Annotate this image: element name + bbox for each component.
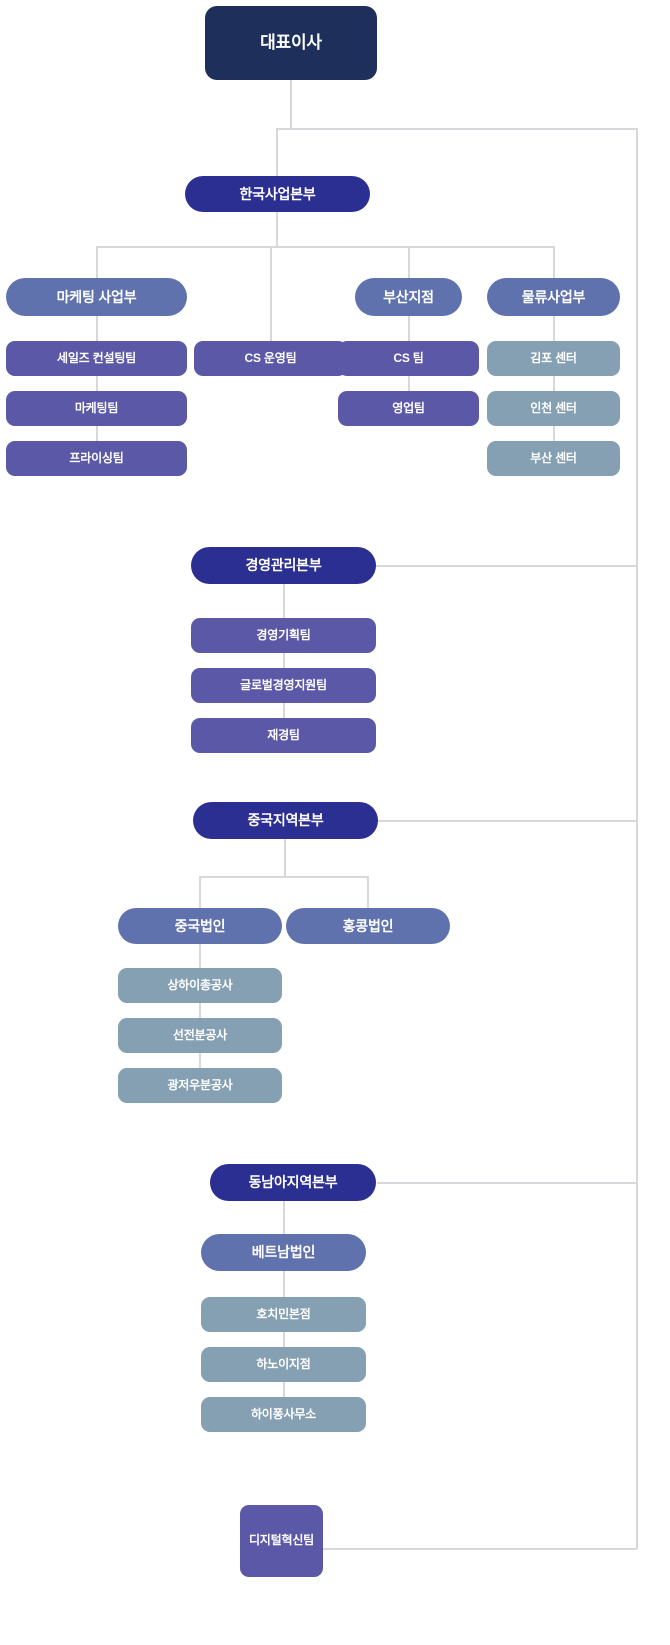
connector-logistics-col-1 xyxy=(553,315,555,342)
connector-vietnam-col-2 xyxy=(283,1331,285,1348)
connector-digital-team-tie xyxy=(322,1548,637,1550)
connector-china-hq-tie xyxy=(378,820,637,822)
node-haiphong-office[interactable]: 하이퐁사무소 xyxy=(201,1397,366,1432)
node-marketing-division[interactable]: 마케팅 사업부 xyxy=(6,278,187,316)
node-label: 디지털혁신팀 xyxy=(248,1533,315,1548)
node-label: 상하이총공사 xyxy=(167,977,233,992)
node-label: 하이퐁사무소 xyxy=(250,1406,317,1421)
node-busan-branch[interactable]: 부산지점 xyxy=(355,278,462,316)
node-label: CS 팀 xyxy=(393,350,424,365)
connector-logistics-stem xyxy=(553,246,555,279)
node-china-corp[interactable]: 중국법인 xyxy=(118,908,282,944)
node-label: 대표이사 xyxy=(260,33,322,53)
node-management-planning-team[interactable]: 경영기획팀 xyxy=(191,618,376,653)
node-label: 선전분공사 xyxy=(172,1027,228,1042)
connector-china-col-1 xyxy=(199,943,201,969)
node-vietnam-corp[interactable]: 베트남법인 xyxy=(201,1234,366,1271)
connector-vietnam-col-3 xyxy=(283,1381,285,1398)
node-busan-center[interactable]: 부산 센터 xyxy=(487,441,620,476)
connector-sea-hq-down xyxy=(283,1201,285,1234)
connector-korea-hq-stem xyxy=(276,128,278,177)
node-label: 김포 센터 xyxy=(530,350,577,365)
node-label: 프라이싱팀 xyxy=(69,450,124,465)
node-cs-ops-team[interactable]: CS 운영팀 xyxy=(194,341,347,376)
connector-korea-hq-down xyxy=(276,211,278,247)
node-hochiminh-head-office[interactable]: 호치민본점 xyxy=(201,1297,366,1332)
connector-hongkong-corp-stem xyxy=(367,876,369,908)
node-guangzhou-branch[interactable]: 광저우분공사 xyxy=(118,1068,282,1103)
node-incheon-center[interactable]: 인천 센터 xyxy=(487,391,620,426)
node-management-hq[interactable]: 경영관리본부 xyxy=(191,547,376,584)
node-label: 부산 센터 xyxy=(530,450,577,465)
node-label: CS 운영팀 xyxy=(244,350,297,365)
node-label: 광저우분공사 xyxy=(167,1077,233,1092)
node-gimpo-center[interactable]: 김포 센터 xyxy=(487,341,620,376)
node-label: 인천 센터 xyxy=(530,400,577,415)
node-label: 세일즈 컨설팅팀 xyxy=(56,350,136,365)
connector-china-col-2 xyxy=(199,1002,201,1019)
node-sales-consulting-team[interactable]: 세일즈 컨설팅팀 xyxy=(6,341,187,376)
node-label: 호치민본점 xyxy=(256,1306,311,1321)
connector-vietnam-col-1 xyxy=(283,1271,285,1298)
connector-china-hq-down xyxy=(284,839,286,877)
node-label: 물류사업부 xyxy=(521,288,586,305)
connector-busan-col-1 xyxy=(408,315,410,342)
node-label: 재경팀 xyxy=(267,727,300,742)
node-cs-team[interactable]: CS 팀 xyxy=(338,341,479,376)
connector-management-col-3 xyxy=(283,702,285,719)
connector-china-col-3 xyxy=(199,1052,201,1069)
connector-marketing-stem xyxy=(96,246,98,279)
node-label: 베트남법인 xyxy=(251,1244,316,1261)
connector-management-hq-tie xyxy=(376,565,637,567)
node-label: 홍콩법인 xyxy=(342,917,394,934)
connector-marketing-col-3 xyxy=(96,425,98,442)
connector-management-col-2 xyxy=(283,652,285,669)
node-sales-team[interactable]: 영업팀 xyxy=(338,391,479,426)
node-label: 중국지역본부 xyxy=(247,812,324,829)
node-shenzhen-branch[interactable]: 선전분공사 xyxy=(118,1018,282,1053)
node-label: 부산지점 xyxy=(383,288,434,305)
node-label: 한국사업본부 xyxy=(239,185,316,202)
node-label: 동남아지역본부 xyxy=(248,1174,338,1191)
connector-logistics-col-2 xyxy=(553,375,555,392)
connector-right-trunk xyxy=(636,128,638,1549)
node-global-management-support-team[interactable]: 글로벌경영지원팀 xyxy=(191,668,376,703)
node-label: 하노이지점 xyxy=(256,1356,311,1371)
connector-china-corp-stem xyxy=(199,876,201,908)
connector-china-division-bus xyxy=(199,876,368,878)
connector-ceo-down xyxy=(290,80,292,128)
node-finance-team[interactable]: 재경팀 xyxy=(191,718,376,753)
node-ceo[interactable]: 대표이사 xyxy=(205,6,377,80)
node-hanoi-branch[interactable]: 하노이지점 xyxy=(201,1347,366,1382)
connector-logistics-col-3 xyxy=(553,425,555,442)
node-label: 경영관리본부 xyxy=(245,557,322,574)
connector-busan-stem xyxy=(408,246,410,279)
node-china-hq[interactable]: 중국지역본부 xyxy=(193,802,378,839)
connector-busan-col-2 xyxy=(408,375,410,392)
node-digital-innovation-team[interactable]: 디지털혁신팀 xyxy=(240,1505,323,1577)
node-southeast-asia-hq[interactable]: 동남아지역본부 xyxy=(210,1164,376,1201)
node-label: 중국법인 xyxy=(174,917,226,934)
node-korea-hq[interactable]: 한국사업본부 xyxy=(185,176,370,212)
node-label: 마케팅 사업부 xyxy=(56,288,137,305)
node-pricing-team[interactable]: 프라이싱팀 xyxy=(6,441,187,476)
node-shanghai-head-office[interactable]: 상하이총공사 xyxy=(118,968,282,1003)
node-logistics-division[interactable]: 물류사업부 xyxy=(487,278,620,316)
node-label: 영업팀 xyxy=(392,400,425,415)
node-marketing-team[interactable]: 마케팅팀 xyxy=(6,391,187,426)
connector-main-bus xyxy=(276,128,637,130)
node-label: 경영기획팀 xyxy=(256,627,311,642)
connector-sea-hq-tie xyxy=(377,1182,637,1184)
node-label: 글로벌경영지원팀 xyxy=(240,677,327,692)
connector-marketing-col-1 xyxy=(96,315,98,342)
connector-cs-ops-stem xyxy=(270,246,272,342)
node-label: 마케팅팀 xyxy=(74,400,119,415)
connector-management-col-1 xyxy=(283,584,285,618)
connector-korea-division-bus xyxy=(96,246,554,248)
node-hongkong-corp[interactable]: 홍콩법인 xyxy=(286,908,450,944)
connector-marketing-col-2 xyxy=(96,375,98,392)
